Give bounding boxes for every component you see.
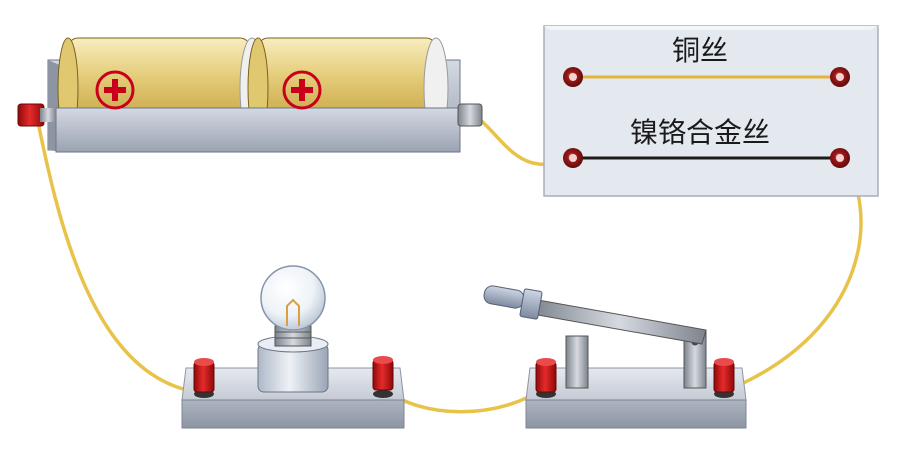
board-terminal[interactable] [830, 67, 850, 87]
wire-bulb-to-switch [380, 385, 547, 414]
plus-symbol-icon [95, 70, 135, 110]
board-terminal[interactable] [563, 67, 583, 87]
plus-symbol-icon [282, 70, 322, 110]
bulb-base-terminal-right[interactable] [372, 356, 394, 398]
wire-battery-to-bulb-base [36, 120, 198, 394]
board-terminal[interactable] [830, 148, 850, 168]
battery [17, 37, 483, 153]
copper-wire-label: 铜丝 [672, 34, 728, 67]
switch-terminal-left[interactable] [535, 358, 557, 398]
switch-handle [483, 285, 525, 309]
switch-contact-clip [565, 335, 589, 389]
knife-switch [483, 285, 747, 429]
light-bulb[interactable] [260, 265, 326, 347]
battery-terminal-right[interactable] [457, 103, 483, 127]
light-bulb-holder [181, 265, 405, 429]
board-terminal[interactable] [563, 148, 583, 168]
battery-terminal-left[interactable] [17, 103, 56, 127]
switch-blade[interactable] [483, 285, 707, 345]
switch-terminal-right[interactable] [713, 358, 735, 398]
bulb-filament [286, 298, 300, 326]
nichrome-wire-label: 镍铬合金丝 [630, 116, 770, 149]
wire-board: 铜丝 镍铬合金丝 [543, 25, 879, 197]
bulb-base-terminal-left[interactable] [193, 358, 215, 398]
